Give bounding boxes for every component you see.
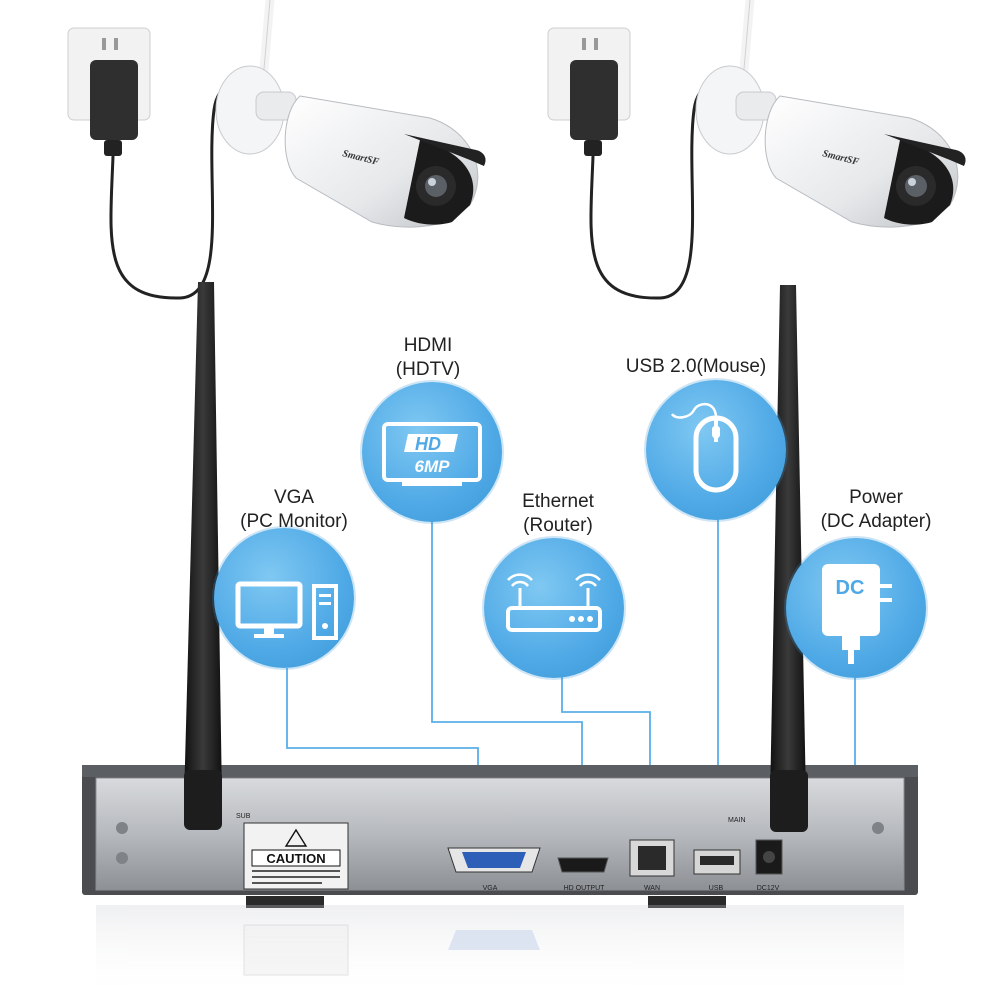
usb-label-title: USB 2.0(Mouse)	[625, 356, 767, 377]
usb-port-label: USB	[709, 885, 724, 892]
vga-port-label: VGA	[483, 885, 498, 892]
hdmi-badge: HD 6MP	[362, 382, 502, 522]
power-badge: DC	[786, 538, 926, 678]
ethernet-badge	[484, 538, 624, 678]
hdmi-port	[557, 857, 609, 873]
hdmi-port-label: HD OUTPUT	[564, 885, 606, 892]
vga-label-title: VGA	[273, 487, 315, 508]
power-label: Power (DC Adapter)	[821, 486, 932, 534]
left-power-adapter	[90, 60, 138, 140]
left-wall-socket	[67, 27, 151, 156]
antenna-right	[770, 285, 808, 832]
ground-screw	[116, 822, 128, 834]
nvr-recorder: SUB MAIN CAUTION VGA HD OUTPUT WAN USB D…	[82, 765, 918, 908]
antenna-sub-label: SUB	[236, 813, 251, 820]
wan-port-label: WAN	[644, 885, 660, 892]
right-bullet-camera: SmartSF	[695, 0, 966, 228]
hdmi-label-title: HDMI	[403, 335, 453, 356]
hd-icon-bottom-text: 6MP	[415, 457, 451, 476]
hdmi-label: HDMI (HDTV)	[396, 334, 460, 382]
hdtv-icon: HD 6MP	[382, 422, 482, 486]
right-wall-socket	[547, 27, 631, 156]
vga-badge	[214, 528, 354, 668]
vga-label-subtitle: (PC Monitor)	[240, 511, 348, 532]
caution-label: CAUTION	[266, 851, 325, 866]
right-power-adapter	[570, 60, 618, 140]
vga-label: VGA (PC Monitor)	[240, 486, 348, 534]
nvr-reflection	[96, 905, 904, 1000]
usb-label: USB 2.0(Mouse)	[626, 355, 766, 379]
power-label-title: Power	[849, 487, 903, 508]
ethernet-label-title: Ethernet	[522, 491, 594, 512]
dc-adapter-icon: DC	[822, 564, 892, 664]
dc-port-label: DC12V	[757, 885, 780, 892]
antenna-left	[184, 282, 222, 830]
mouse-icon	[670, 403, 739, 493]
power-label-subtitle: (DC Adapter)	[820, 511, 932, 532]
left-bullet-camera: SmartSF	[215, 0, 486, 228]
pc-monitor-icon	[235, 581, 338, 640]
usb-badge	[646, 380, 786, 520]
antenna-main-label: MAIN	[728, 817, 746, 824]
hd-icon-top-text: HD	[415, 434, 441, 454]
ethernet-label: Ethernet (Router)	[522, 490, 594, 538]
ethernet-label-subtitle: (Router)	[523, 515, 593, 536]
router-icon	[506, 573, 602, 632]
hdmi-label-subtitle: (HDTV)	[395, 359, 461, 380]
dc-icon-text: DC	[836, 577, 865, 599]
